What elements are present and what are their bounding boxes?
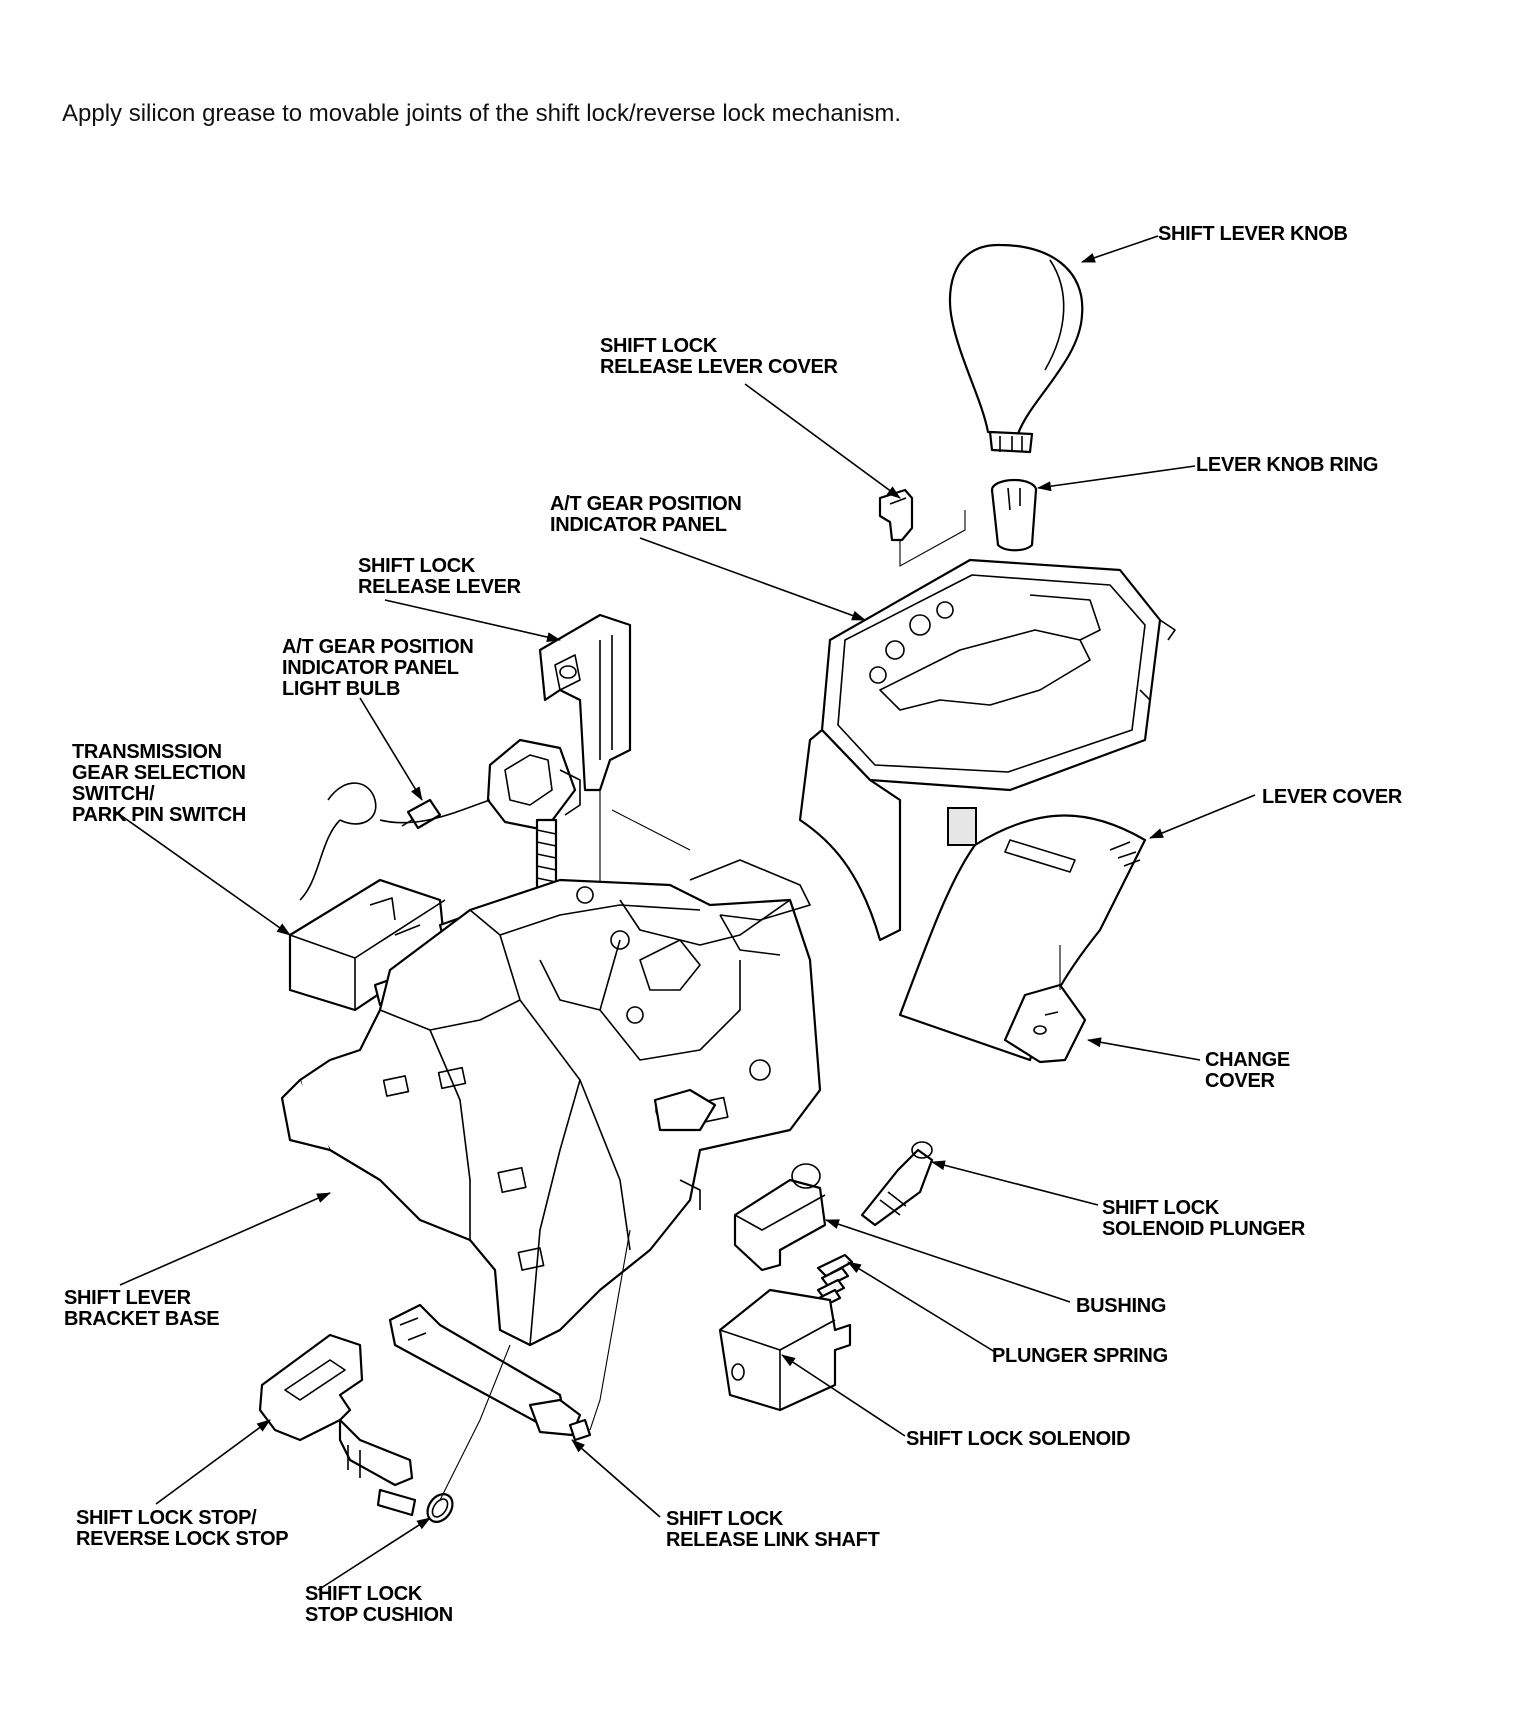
guide-line-link-shaft (589, 1229, 631, 1431)
shift-lock-solenoid (718, 1288, 852, 1412)
label-change-cover: CHANGE COVER (1205, 1049, 1290, 1092)
instruction-text: Apply silicon grease to movable joints o… (62, 100, 902, 127)
label-at-gear-position-indicator-panel: A/T GEAR POSITION INDICATOR PANEL (550, 493, 742, 536)
shift-lever-knob (948, 243, 1084, 454)
release-cover-guide-line (899, 510, 966, 567)
label-indicator-panel-light-bulb: A/T GEAR POSITION INDICATOR PANEL LIGHT … (282, 636, 474, 700)
label-shift-lock-release-lever-cover: SHIFT LOCK RELEASE LEVER COVER (600, 335, 838, 378)
label-shift-lock-stop-cushion: SHIFT LOCK STOP CUSHION (305, 1583, 453, 1626)
label-shift-lock-solenoid-plunger: SHIFT LOCK SOLENOID PLUNGER (1102, 1197, 1305, 1240)
label-lever-cover: LEVER COVER (1262, 786, 1403, 808)
light-bulb (401, 798, 442, 830)
at-gear-position-indicator-panel (798, 558, 1176, 942)
label-transmission-gear-selection-switch: TRANSMISSION GEAR SELECTION SWITCH/ PARK… (72, 741, 247, 826)
label-bushing: BUSHING (1076, 1295, 1167, 1317)
label-shift-lock-stop: SHIFT LOCK STOP/ REVERSE LOCK STOP (76, 1507, 289, 1550)
bushing-bracket (733, 1163, 827, 1272)
shift-lock-release-lever-cover (878, 488, 914, 542)
label-shift-lever-bracket-base: SHIFT LEVER BRACKET BASE (64, 1287, 220, 1330)
lever-knob-ring (990, 478, 1038, 552)
leader-lines (115, 235, 1256, 1591)
shift-lever-bracket-base (280, 859, 822, 1347)
shift-lock-solenoid-plunger (860, 1141, 934, 1227)
guide-line-cushion (439, 1344, 511, 1501)
shift-lock-stop-cushion (426, 1493, 454, 1523)
switch-connector (299, 738, 581, 901)
label-shift-lock-release-link-shaft: SHIFT LOCK RELEASE LINK SHAFT (666, 1508, 880, 1551)
label-shift-lock-solenoid: SHIFT LOCK SOLENOID (906, 1428, 1131, 1450)
shift-lock-stop (258, 1333, 417, 1517)
label-lever-knob-ring: LEVER KNOB RING (1196, 454, 1379, 476)
shift-lock-release-lever (538, 613, 632, 792)
label-shift-lever-knob: SHIFT LEVER KNOB (1158, 223, 1348, 245)
label-shift-lock-release-lever: SHIFT LOCK RELEASE LEVER (358, 555, 521, 598)
shift-lock-release-link-shaft (388, 1303, 592, 1442)
label-plunger-spring: PLUNGER SPRING (992, 1345, 1168, 1367)
